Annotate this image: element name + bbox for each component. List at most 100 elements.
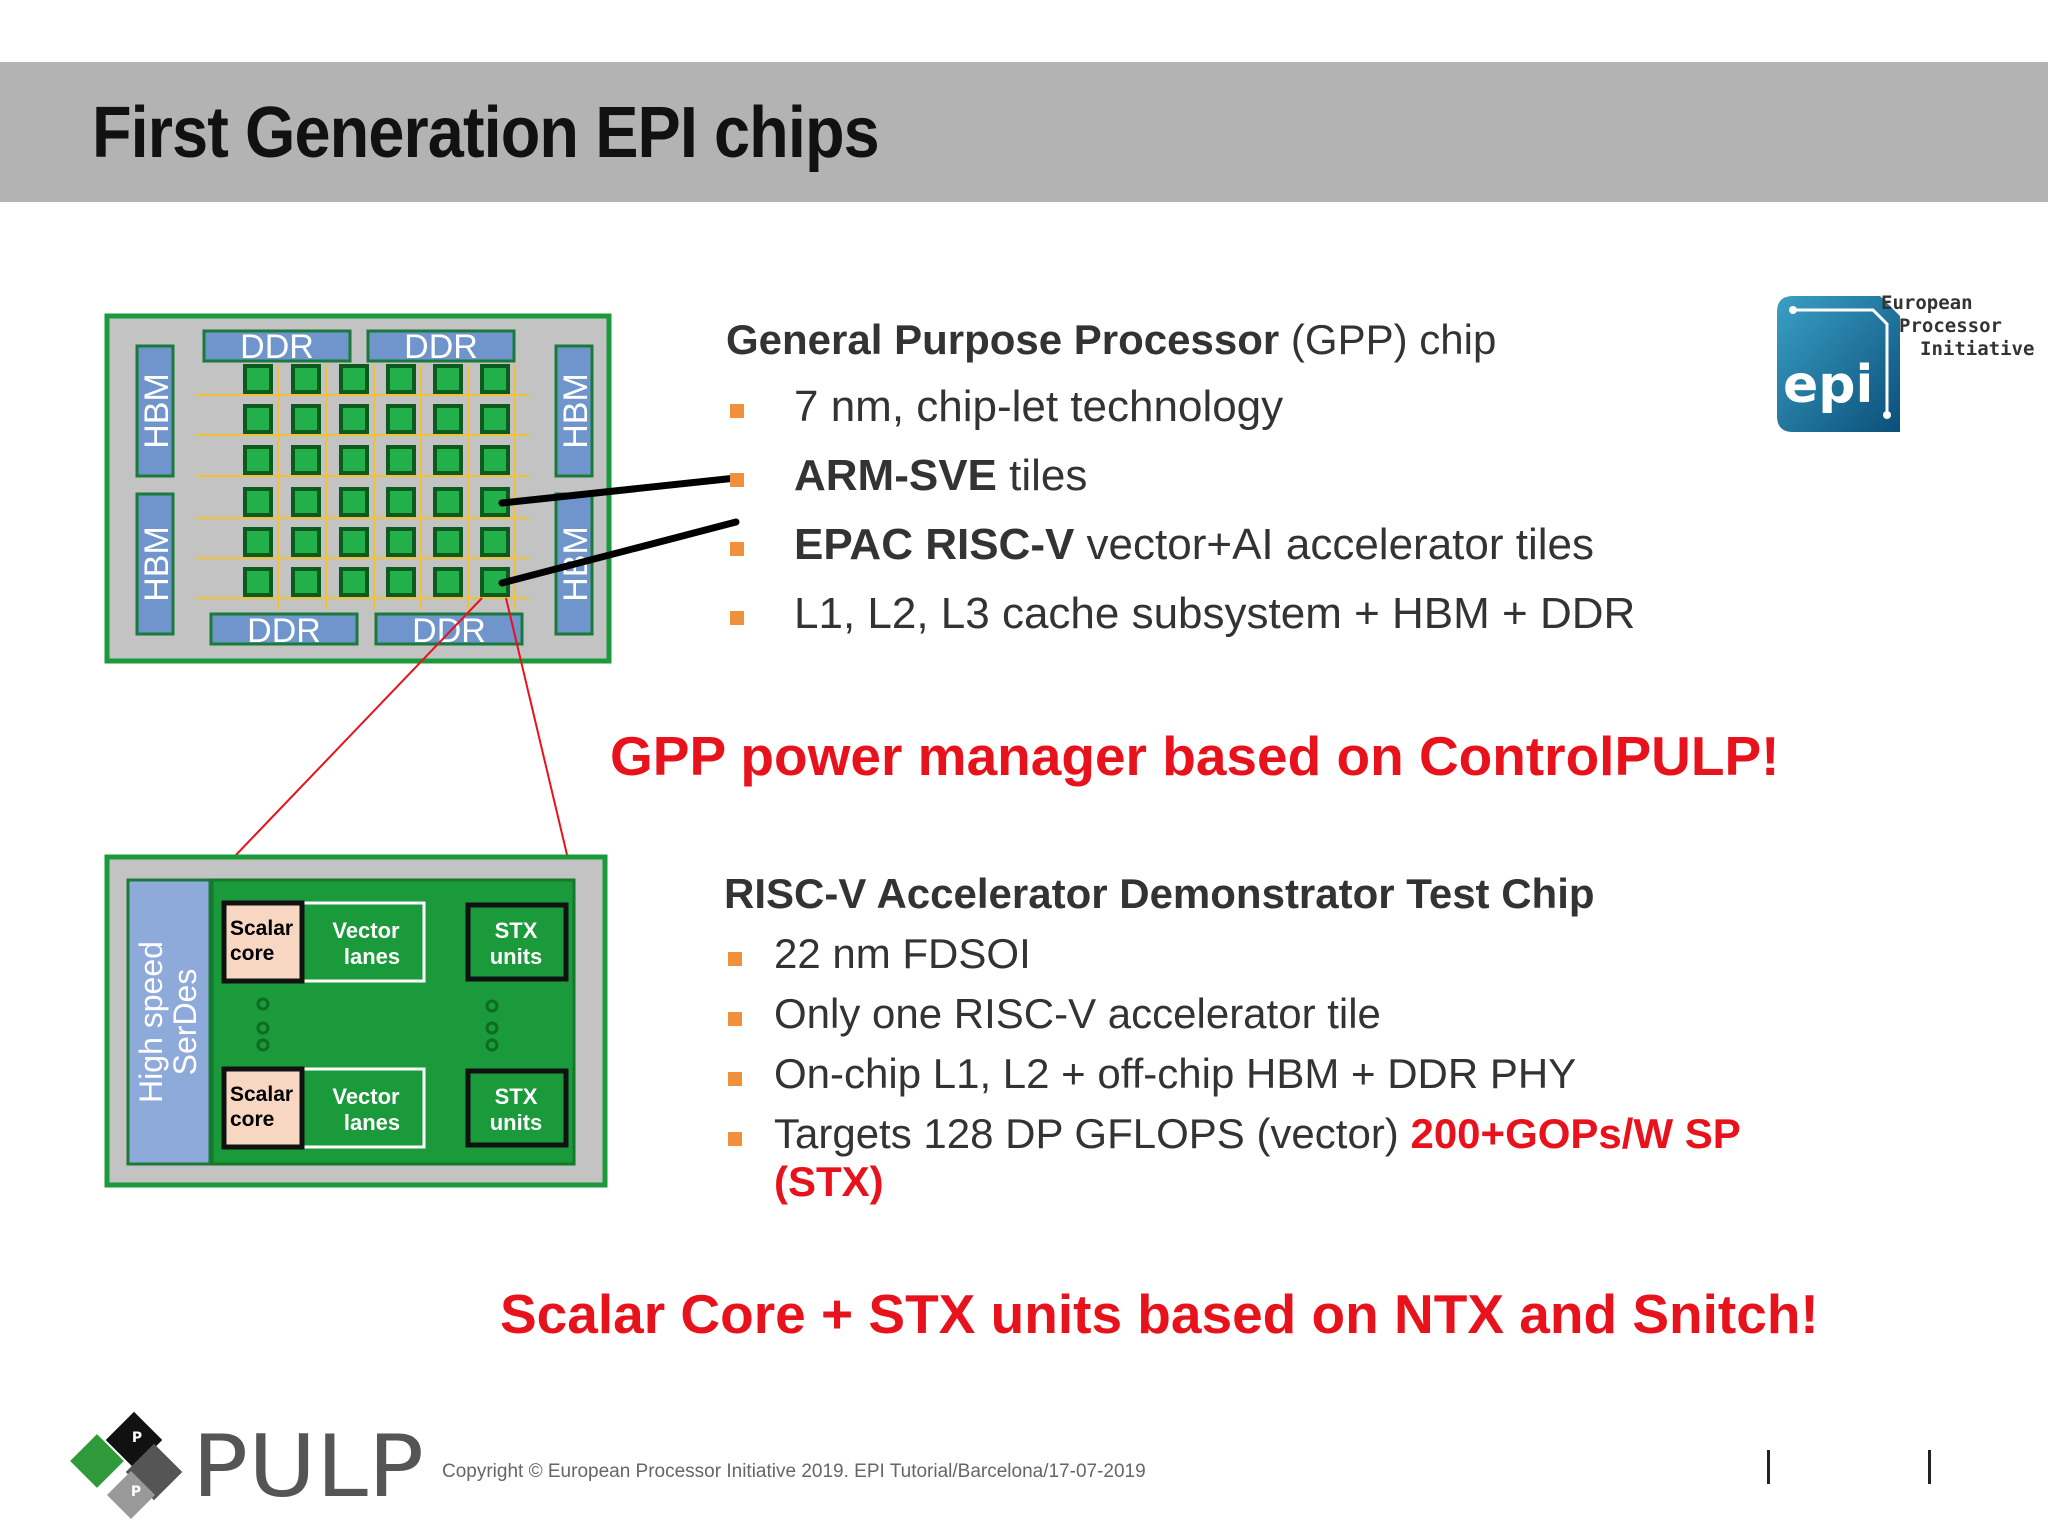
pulp-logo-mark: P P	[70, 1411, 183, 1520]
list-item: 7 nm, chip-let technology	[730, 382, 1635, 451]
scalar-label-2b: core	[230, 1108, 274, 1131]
serdes-label-line1: High speed	[133, 941, 169, 1103]
serdes-block	[126, 878, 212, 1166]
epi-text-line3: Initiative	[1920, 338, 2035, 360]
targets-red-text: 200+GOPs/W SP	[1410, 1110, 1741, 1157]
bullet-square-icon	[728, 1072, 742, 1086]
callout-controlpulp: GPP power manager based on ControlPULP!	[610, 725, 1780, 787]
zoom-line-right	[505, 597, 574, 881]
bullet-square-icon	[728, 1012, 742, 1026]
gpp-tile	[291, 364, 321, 394]
bullet-square-icon	[728, 952, 742, 966]
gpp-tile	[243, 364, 273, 394]
list-item: L1, L2, L3 cache subsystem + HBM + DDR	[730, 589, 1635, 658]
list-item: EPAC RISC-V vector+AI accelerator tiles	[730, 520, 1635, 589]
ddr-label-bottom-right: DDR	[412, 612, 486, 650]
gpp-tile	[386, 445, 416, 475]
serdes-label-line2: SerDes	[167, 969, 203, 1076]
gpp-tile	[433, 445, 463, 475]
gpp-tile	[339, 445, 369, 475]
pointer-line-arm-sve	[498, 474, 740, 507]
gpp-tile	[339, 527, 369, 557]
hbm-block-left-top	[135, 344, 175, 478]
gpp-tile	[433, 364, 463, 394]
gpp-tile	[480, 364, 510, 394]
gpp-tile	[291, 404, 321, 434]
stx-label-1a: STX	[495, 918, 538, 943]
list-item: Targets 128 DP GFLOPS (vector) 200+GOPs/…	[728, 1110, 1741, 1206]
vector-label-1a: Vector	[332, 918, 400, 943]
gpp-tile	[386, 527, 416, 557]
gpp-tile	[433, 404, 463, 434]
zoom-line-left	[211, 597, 483, 881]
stx-block-1	[465, 902, 569, 982]
gpp-chip-diagram: DDR DDR DDR DDR HBM HBM HBM HBM	[104, 313, 740, 881]
footer-copyright: Copyright © European Processor Initiativ…	[442, 1461, 1146, 1482]
epi-mark-text: epi	[1783, 355, 1873, 415]
bullet-square-icon	[730, 404, 744, 418]
gpp-tile	[339, 567, 369, 597]
gpp-tile	[339, 404, 369, 434]
list-item: 22 nm FDSOI	[728, 930, 1741, 990]
pulp-wordmark: PULP	[192, 1417, 424, 1517]
epi-logo: epi European Processor Initiative	[1775, 292, 2034, 434]
epi-text-line1: European	[1881, 292, 1973, 314]
svg-text:P: P	[132, 1430, 142, 1446]
slide-title: First Generation EPI chips	[92, 93, 880, 173]
gpp-tile	[480, 445, 510, 475]
accelerator-chip-diagram: High speed SerDes Scalar core Vector lan…	[104, 854, 608, 1188]
bullet-square-icon	[728, 1132, 742, 1146]
vector-label-2b: lanes	[344, 1110, 400, 1135]
bullet-square-icon	[730, 611, 744, 625]
pulp-logo: P P PULP	[70, 1411, 424, 1520]
gpp-tile	[433, 487, 463, 517]
scalar-label-2a: Scalar	[230, 1083, 293, 1106]
pointer-line-epac	[498, 518, 740, 587]
gpp-tile	[339, 364, 369, 394]
gpp-tile	[291, 527, 321, 557]
scalar-label-1b: core	[230, 942, 274, 965]
gpp-tile	[386, 487, 416, 517]
scalar-core-block-2	[221, 1066, 305, 1150]
list-item: Only one RISC-V accelerator tile	[728, 990, 1741, 1050]
ellipsis-dots	[256, 997, 499, 1052]
gpp-tile	[480, 404, 510, 434]
stx-label-1b: units	[490, 944, 543, 969]
ddr-label-bottom-left: DDR	[247, 612, 321, 650]
gpp-heading: General Purpose Processor (GPP) chip	[726, 316, 1497, 363]
hbm-label-left-bottom: HBM	[138, 526, 176, 602]
gpp-bullet-list: 7 nm, chip-let technology ARM-SVE tiles …	[730, 382, 1635, 658]
footer-divider-2	[1928, 1450, 1931, 1484]
list-item: ARM-SVE tiles	[730, 451, 1635, 520]
gpp-tile	[433, 567, 463, 597]
ddr-block-bottom-left	[209, 612, 359, 646]
accel-heading: RISC-V Accelerator Demonstrator Test Chi…	[724, 870, 1595, 917]
gpp-tile	[243, 487, 273, 517]
callout-ntx-snitch: Scalar Core + STX units based on NTX and…	[500, 1283, 1819, 1345]
gpp-tile	[433, 527, 463, 557]
list-item: On-chip L1, L2 + off-chip HBM + DDR PHY	[728, 1050, 1741, 1110]
targets-red-text-2: (STX)	[774, 1158, 884, 1205]
gpp-tile	[386, 364, 416, 394]
title-bar	[0, 62, 2048, 202]
gpp-tile	[243, 527, 273, 557]
epi-logo-mark: epi	[1777, 296, 1900, 432]
vector-label-2a: Vector	[332, 1084, 400, 1109]
hbm-block-left-bottom	[135, 492, 175, 636]
ddr-block-bottom-right	[374, 612, 524, 646]
gpp-tile	[480, 527, 510, 557]
gpp-tile	[243, 404, 273, 434]
svg-text:P: P	[131, 1484, 141, 1500]
stx-label-2a: STX	[495, 1084, 538, 1109]
vector-label-1b: lanes	[344, 944, 400, 969]
gpp-tiles	[243, 364, 510, 597]
gpp-tile	[386, 567, 416, 597]
gpp-tile	[291, 445, 321, 475]
bullet-square-icon	[730, 542, 744, 556]
gpp-tile	[291, 487, 321, 517]
ddr-label-top-left: DDR	[240, 328, 314, 366]
gpp-tile	[386, 404, 416, 434]
ddr-label-top-right: DDR	[404, 328, 478, 366]
scalar-core-block-1	[221, 900, 305, 984]
